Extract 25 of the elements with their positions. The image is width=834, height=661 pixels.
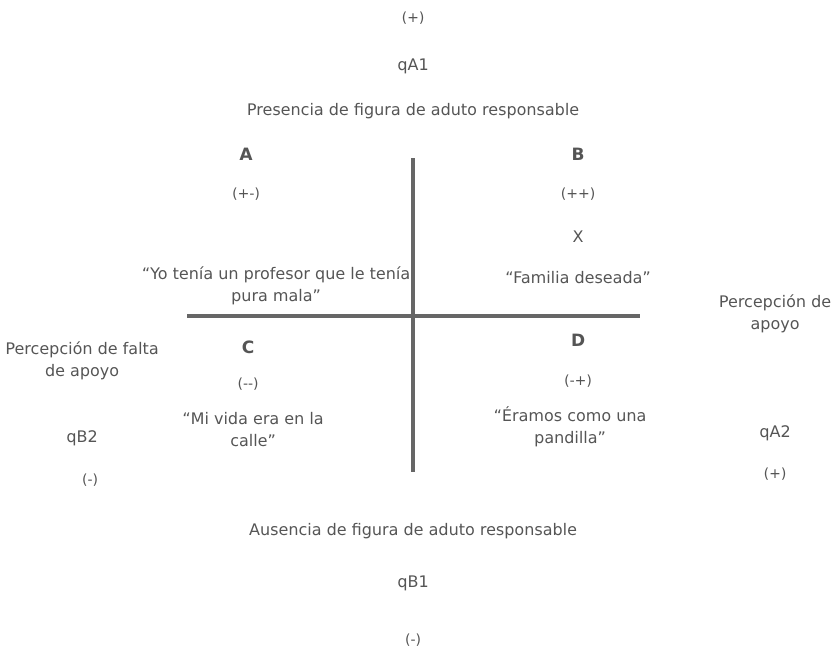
axis-label: qB2 [66, 426, 98, 448]
axis-label: Percepción de falta de apoyo [4, 338, 160, 382]
sign-label: (-) [82, 471, 98, 490]
quote-text: “Yo tenía un profesor que le tenía pura mala” [140, 263, 412, 307]
axis-label: qA2 [759, 421, 791, 443]
axis-label: qB1 [397, 571, 429, 593]
quadrant-letter: C [242, 337, 254, 359]
quadrant-letter: A [239, 144, 253, 166]
sign-label: (+-) [232, 185, 260, 204]
axis-label: qA1 [397, 54, 429, 76]
axis-label: Presencia de figura de aduto responsable [246, 99, 580, 121]
sign-label: (-) [405, 631, 421, 650]
quote-text: “Familia deseada” [505, 267, 651, 289]
marker-label: X [572, 226, 584, 248]
quote-text: “Éramos como una pandilla” [492, 405, 648, 449]
quadrant-letter: B [572, 144, 584, 166]
axis-label: Ausencia de figura de aduto responsable [249, 519, 577, 541]
sign-label: (++) [560, 185, 596, 204]
quote-text: “Mi vida era en la calle” [181, 408, 325, 452]
sign-label: (+) [764, 465, 786, 484]
sign-label: (--) [237, 375, 259, 394]
axis-label: Percepción de apoyo [718, 291, 832, 335]
quadrant-letter: D [570, 330, 586, 352]
sign-label: (+) [402, 9, 424, 28]
sign-label: (-+) [564, 372, 592, 391]
